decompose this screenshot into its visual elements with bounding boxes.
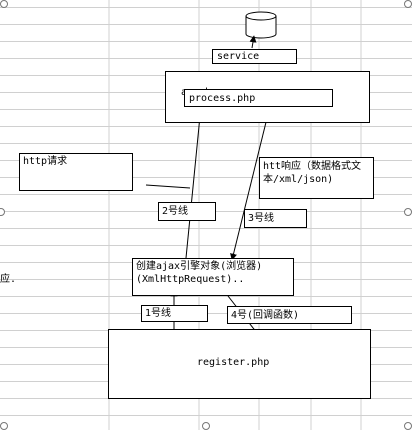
process-php-node: process.php: [184, 89, 333, 107]
line-2-label: 2号线: [158, 202, 216, 221]
resize-handle-bottom-right[interactable]: [404, 422, 412, 430]
resize-handle-bottom-left[interactable]: [0, 422, 8, 430]
edge-service-to-database: [249, 35, 257, 49]
line-1-label: 1号线: [141, 305, 208, 322]
line-3-label: 3号线: [244, 209, 307, 228]
ajax-engine-node: 创建ajax引擎对象(浏览器)(XmlHttpRequest)..: [132, 258, 294, 296]
resize-handle-bottom[interactable]: [202, 422, 210, 430]
resize-handle-right[interactable]: [404, 208, 412, 216]
http-response-node: htt响应（数据格式文本/xml/json): [259, 157, 374, 199]
resize-handle-left[interactable]: [0, 208, 5, 216]
service-node: service: [212, 49, 297, 64]
database-icon: [245, 11, 277, 39]
edge-process-to-ajax-line3: [230, 105, 271, 261]
resize-handle-top-right[interactable]: [404, 0, 412, 8]
line-4-label: 4号(回调函数): [227, 306, 352, 324]
register-php-node: register.php: [108, 329, 371, 399]
register-php-label: register.php: [197, 357, 270, 368]
resize-handle-top-left[interactable]: [0, 0, 8, 8]
margin-text: 应.: [0, 274, 17, 285]
http-request-node: http请求: [19, 153, 133, 191]
http-request-connector: [145, 184, 191, 189]
edge-ajax-to-process-line2: [185, 105, 204, 259]
